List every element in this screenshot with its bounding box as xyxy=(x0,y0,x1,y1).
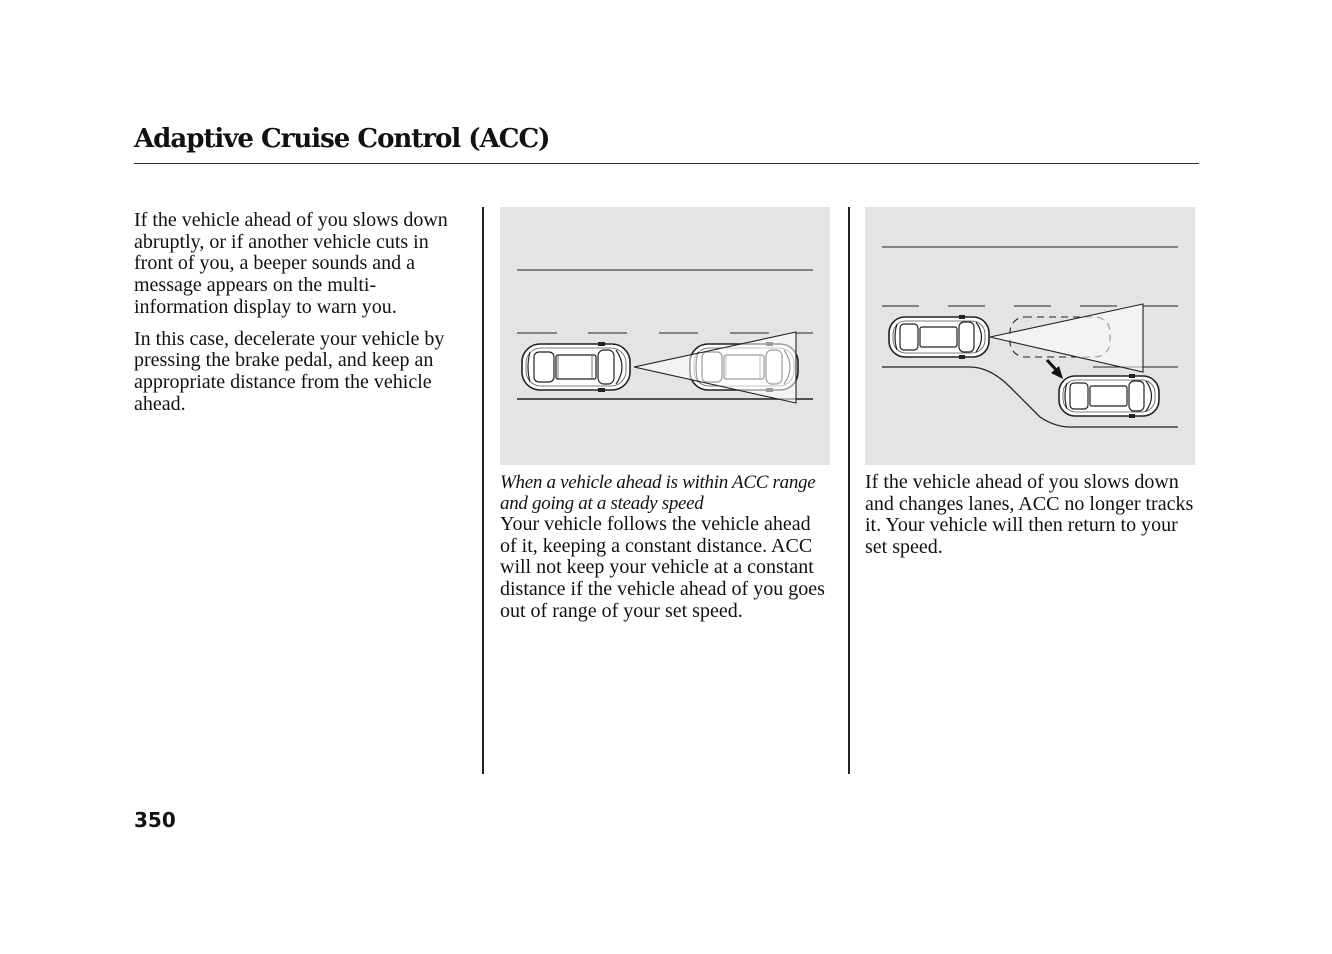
figure-steady-following xyxy=(500,207,830,465)
lane-change-arrow-icon xyxy=(1045,358,1063,379)
radar-beam xyxy=(989,303,1144,373)
car-icon-own xyxy=(521,341,631,393)
page-title: Adaptive Cruise Control (ACC) xyxy=(134,124,550,154)
car-icon-own xyxy=(888,314,990,360)
car-icon-changed-lane xyxy=(1058,373,1160,419)
column-1: If the vehicle ahead of you slows down a… xyxy=(134,209,469,415)
figure-lane-change-drawing xyxy=(882,246,1178,428)
paragraph-lane-change: If the vehicle ahead of you slows down a… xyxy=(865,471,1194,559)
column-divider-1 xyxy=(482,207,484,774)
figure-caption: When a vehicle ahead is within ACC range… xyxy=(500,472,816,514)
figure-steady-following-drawing xyxy=(517,269,813,404)
column-2: When a vehicle ahead is within ACC range… xyxy=(500,472,830,623)
page-number: 350 xyxy=(134,808,176,832)
title-rule xyxy=(134,163,1199,164)
column-divider-2 xyxy=(848,207,850,774)
paragraph-follows: Your vehicle follows the vehicle ahead o… xyxy=(500,513,825,622)
paragraph-warning: If the vehicle ahead of you slows down a… xyxy=(134,209,448,318)
figure-lane-change xyxy=(865,207,1195,465)
column-3: If the vehicle ahead of you slows down a… xyxy=(865,471,1195,559)
radar-beam xyxy=(633,331,797,404)
paragraph-decelerate: In this case, decelerate your vehicle by… xyxy=(134,327,445,415)
